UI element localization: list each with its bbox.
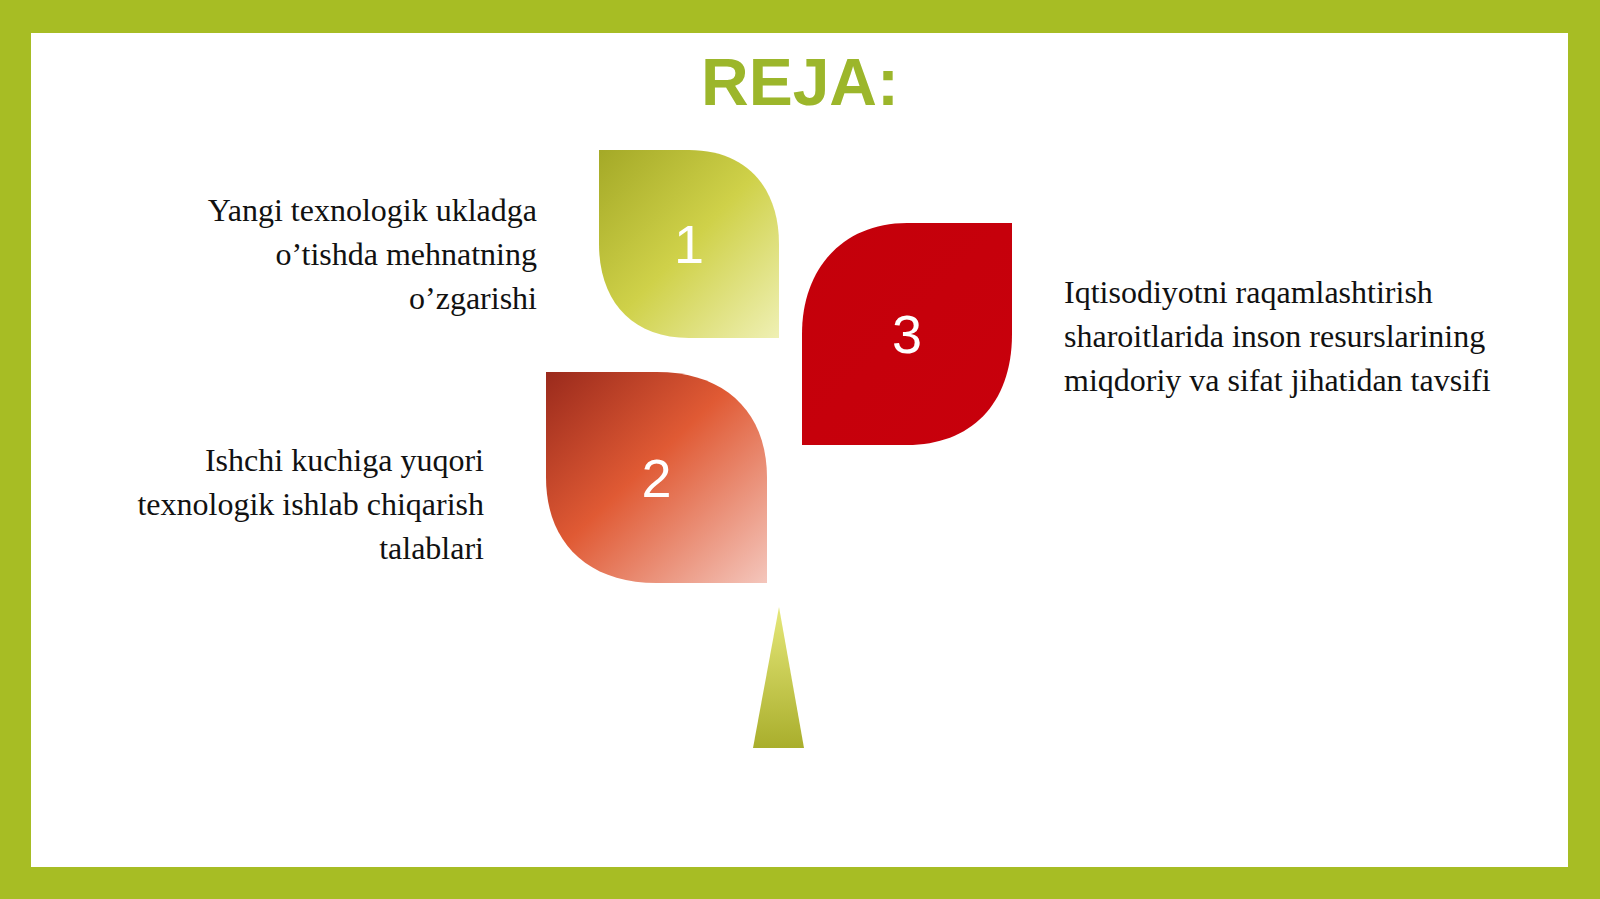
leaf-outline xyxy=(599,150,779,338)
leaf-number: 2 xyxy=(546,372,767,583)
leaf-node: 2Ishchi kuchiga yuqori texnologik ishlab… xyxy=(546,372,767,583)
leaf-outline xyxy=(802,223,1012,445)
slide-title: REJA: xyxy=(0,42,1600,122)
leaf-node: 1Yangi texnologik ukladga o’tishda mehna… xyxy=(599,150,779,338)
plan-item-text: Iqtisodiyotni raqamlashtirish sharoitlar… xyxy=(1064,270,1534,402)
leaf-node: 3Iqtisodiyotni raqamlashtirish sharoitla… xyxy=(802,223,1012,445)
leaf-number: 3 xyxy=(802,223,1012,445)
plan-item-text: Yangi texnologik ukladga o’tishda mehnat… xyxy=(142,188,537,320)
plan-item-text: Ishchi kuchiga yuqori texnologik ishlab … xyxy=(79,438,484,570)
leaf-number: 1 xyxy=(599,150,779,338)
trunk-triangle xyxy=(753,607,804,748)
leaf-outline xyxy=(546,372,767,583)
